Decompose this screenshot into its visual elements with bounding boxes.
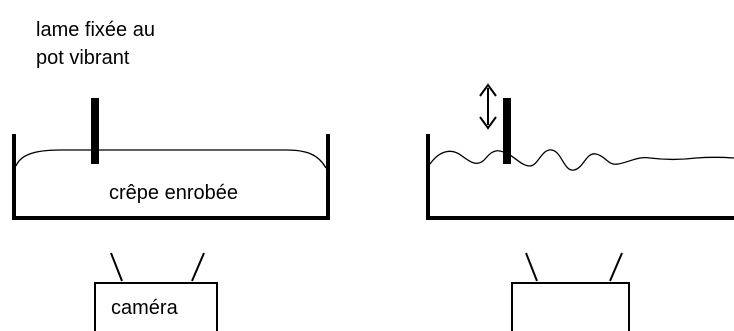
right-camera-leg-right [609, 252, 623, 282]
left-setup: crêpe enrobée caméra [12, 98, 330, 331]
left-camera-body [94, 282, 218, 331]
blade-caption-line2: pot vibrant [36, 47, 130, 69]
right-camera-leg-left [525, 252, 538, 282]
left-camera-leg-left [110, 252, 123, 282]
right-blade [503, 98, 511, 164]
coated-crepe-label: crêpe enrobée [109, 182, 238, 204]
left-liquid-surface [15, 149, 327, 169]
blade-caption-line1: lame fixée au [36, 19, 155, 41]
camera-label: caméra [111, 297, 179, 319]
right-liquid-surface [429, 149, 734, 171]
right-setup [426, 83, 734, 331]
left-camera-leg-right [191, 252, 205, 282]
right-container [426, 134, 734, 220]
right-camera-body [511, 282, 630, 331]
vibration-arrow-icon [479, 83, 497, 130]
left-blade [91, 98, 99, 164]
left-container [12, 134, 330, 220]
